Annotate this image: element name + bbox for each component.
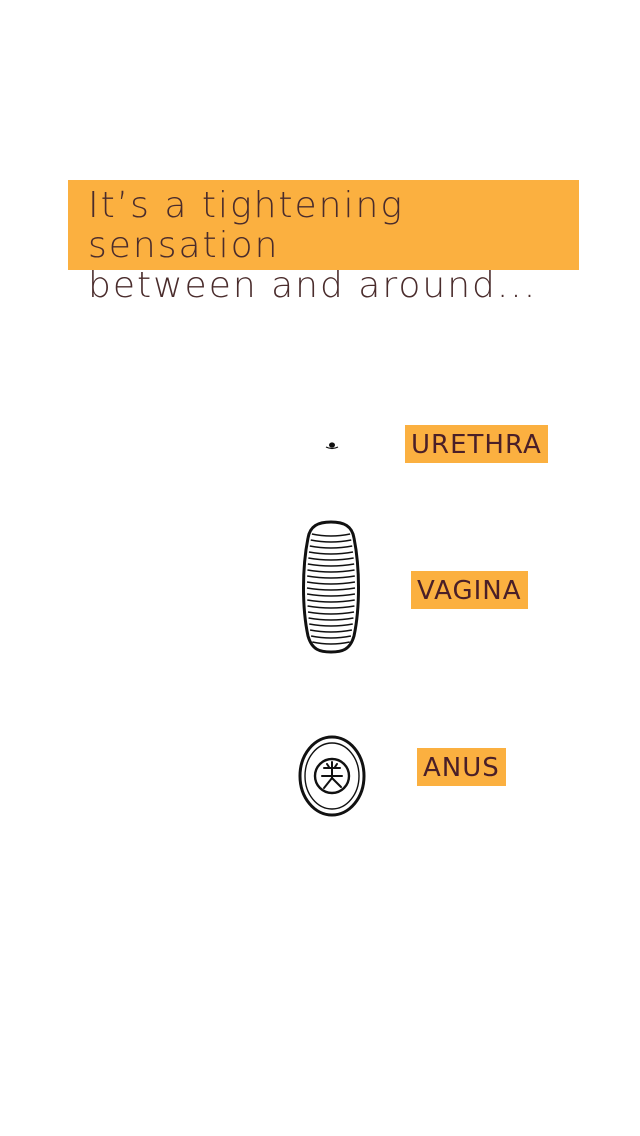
anus-label: ANUS (417, 748, 506, 786)
vagina-label: VAGINA (411, 571, 528, 609)
anus-illustration (294, 730, 370, 818)
urethra-illustration (318, 430, 346, 456)
urethra-label: URETHRA (405, 425, 548, 463)
vagina-illustration (300, 518, 362, 656)
headline-text: It’s a tightening sensation between and … (88, 185, 538, 306)
headline-banner: It’s a tightening sensation between and … (68, 180, 579, 306)
